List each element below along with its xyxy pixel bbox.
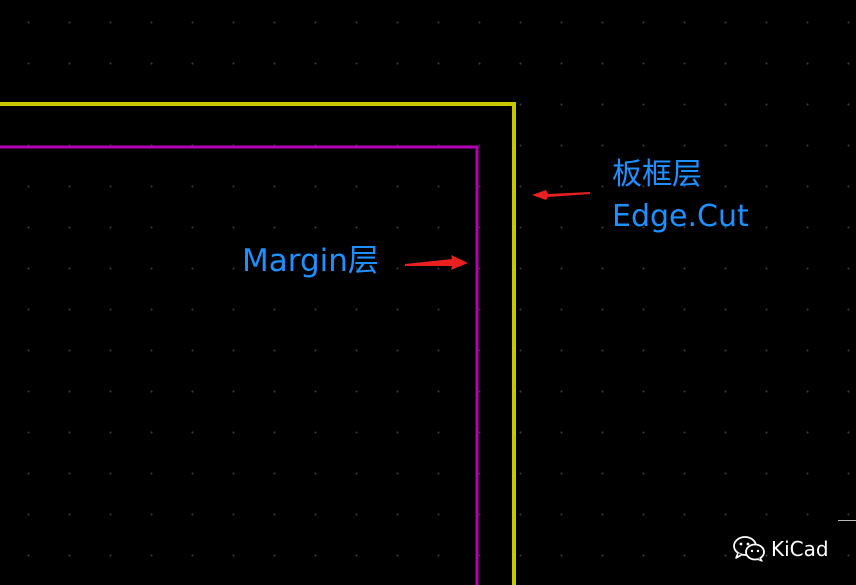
- edge-cut-arrow: [532, 190, 590, 200]
- corner-tick-mark: [838, 520, 856, 521]
- margin-outline[interactable]: [0, 145, 479, 585]
- edge-cut-outline[interactable]: [0, 102, 516, 585]
- margin-label: Margin层: [242, 243, 379, 279]
- wechat-icon: [733, 536, 765, 562]
- watermark-text: KiCad: [771, 537, 829, 561]
- watermark: KiCad: [733, 536, 829, 562]
- edge-cut-label-chinese: 板框层: [612, 157, 702, 192]
- edge-cut-label-english: Edge.Cut: [612, 199, 749, 234]
- margin-arrow: [405, 255, 468, 270]
